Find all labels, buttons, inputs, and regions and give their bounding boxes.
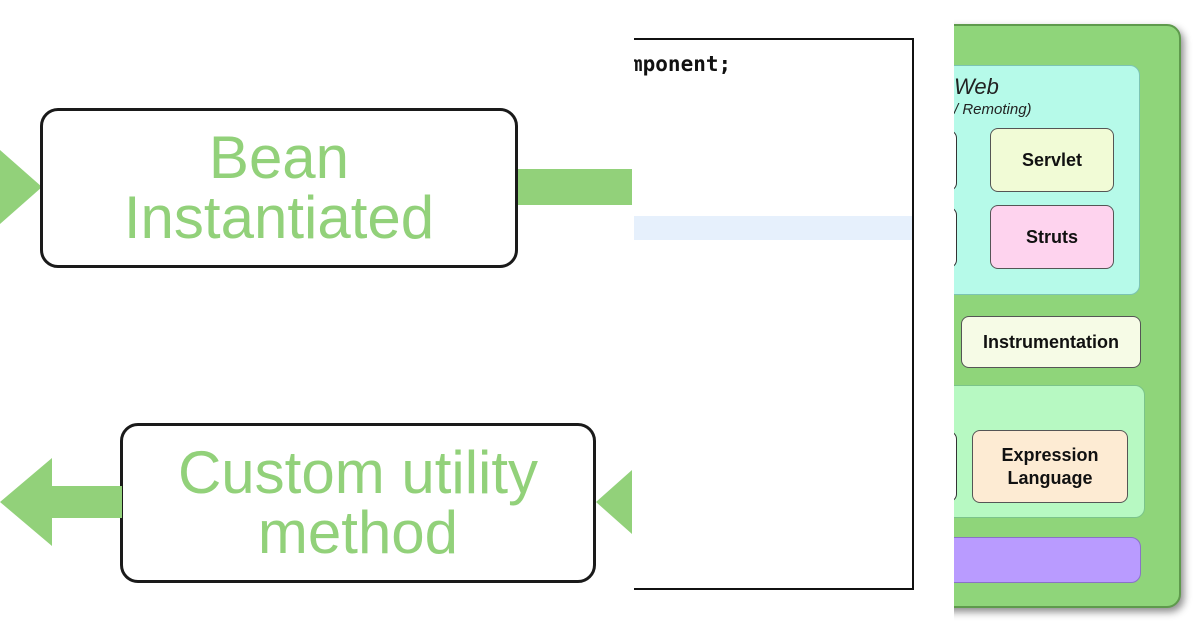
code-line: mponent;: [634, 52, 732, 76]
highlighted-line: [634, 216, 912, 240]
web-subtitle: / Remoting): [954, 101, 1032, 118]
struts-module: Struts: [990, 205, 1114, 269]
struts-label: Struts: [1025, 226, 1078, 247]
expression-language-label: Expression Language: [1001, 445, 1099, 488]
incoming-arrow: [0, 150, 42, 224]
bean-lifecycle-diagram: Bean Instantiated Custom utility method: [0, 108, 632, 583]
module-partial: [954, 130, 957, 191]
servlet-label: Servlet: [1021, 149, 1083, 170]
code-snippet-panel: mponent;: [634, 38, 914, 590]
instrumentation-label: Instrumentation: [982, 331, 1119, 352]
custom-utility-method-label: Custom utility method: [177, 439, 539, 566]
purple-section-bar: [954, 537, 1141, 583]
connector-right: [518, 169, 632, 205]
module-partial: [954, 207, 957, 268]
servlet-module: Servlet: [990, 128, 1114, 192]
spring-architecture-diagram: Web / Remoting) Servlet Struts Instrumen…: [954, 0, 1200, 630]
outgoing-left-arrow: [0, 458, 122, 546]
bean-instantiated-label: Bean Instantiated: [123, 124, 435, 251]
module-partial: [954, 431, 957, 502]
expression-language-module: Expression Language: [972, 430, 1128, 503]
custom-utility-method-box: Custom utility method: [120, 423, 596, 583]
bean-instantiated-box: Bean Instantiated: [40, 108, 518, 268]
incoming-arrow-right: [596, 470, 632, 534]
instrumentation-module: Instrumentation: [961, 316, 1141, 368]
web-title: Web: [954, 74, 999, 99]
